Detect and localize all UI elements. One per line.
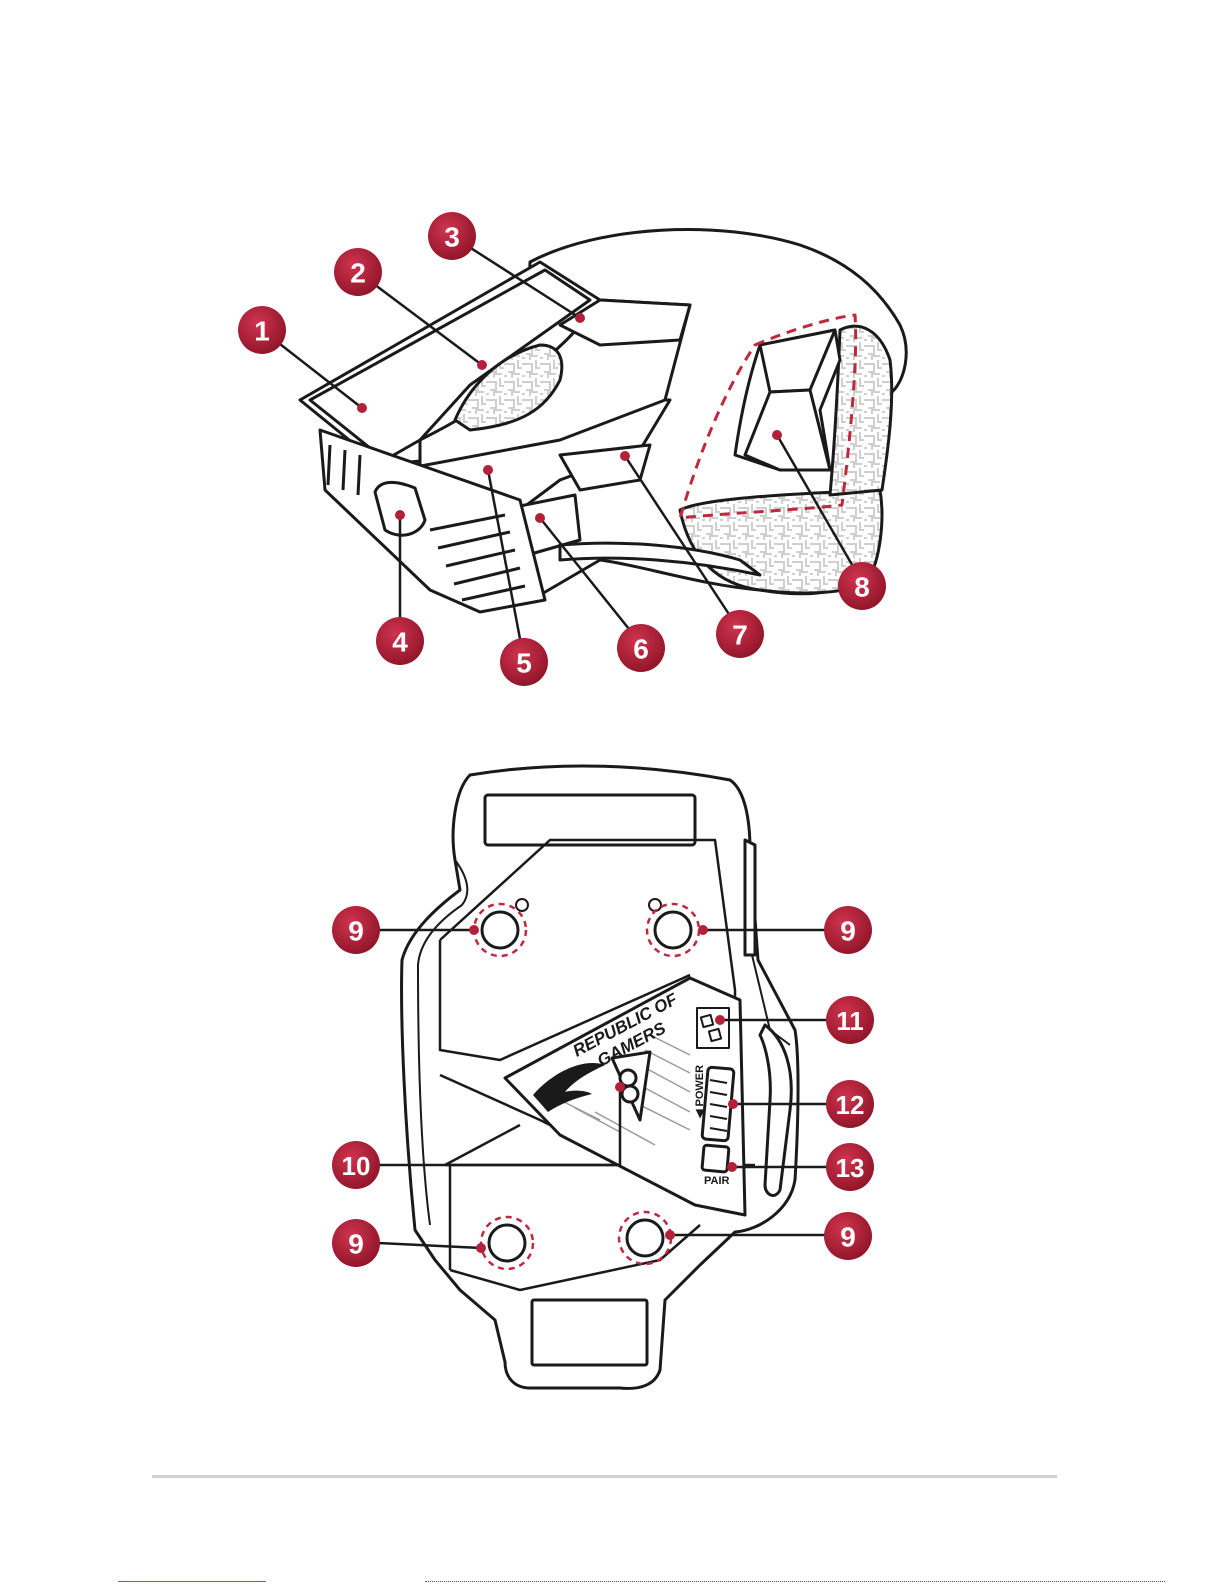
callout-11: 11 [826,996,874,1044]
callout-9d-label: 9 [840,1222,856,1253]
callout-10-label: 10 [342,1151,371,1181]
callout-9-bottom-right: 9 [824,1212,872,1260]
screw-hole-left [516,899,528,911]
callout-9-bottom-left: 9 [332,1219,380,1267]
callout-9-top-left: 9 [332,906,380,954]
callout-9-top-right: 9 [824,906,872,954]
right-edge-tab [745,840,755,955]
footer-divider [152,1475,1057,1478]
callout-5: 5 [500,638,548,686]
bottom-edge-strip [0,1578,1225,1585]
callout-1: 1 [238,306,286,354]
callout-7-label: 7 [732,620,748,651]
callout-4: 4 [376,617,424,665]
callout-8: 8 [838,562,886,610]
mouse-foot-bottom-right [627,1220,663,1256]
callout-12: 12 [826,1080,874,1128]
callout-8-label: 8 [854,572,870,603]
pair-button[interactable] [702,1145,729,1172]
callout-2: 2 [334,248,382,296]
power-label: ◀ POWER [694,1065,706,1119]
status-led-2 [709,1029,721,1041]
callout-13: 13 [826,1143,874,1191]
mouse-foot-bottom-left [489,1225,525,1261]
pair-label: PAIR [704,1175,730,1187]
mouse-bottom-view [402,766,798,1388]
callout-1-label: 1 [254,316,270,347]
callout-2-label: 2 [350,258,366,289]
top-feet-slot [485,795,695,845]
callout-13-label: 13 [836,1153,865,1183]
callout-6: 6 [617,624,665,672]
bottom-feet-slot [532,1300,647,1365]
callout-12-label: 12 [836,1090,865,1120]
status-led-1 [701,1015,713,1027]
callout-3: 3 [428,212,476,260]
callout-7: 7 [716,610,764,658]
mouse-foot-top-left [482,912,518,948]
callout-9b-label: 9 [840,916,856,947]
callout-9c-label: 9 [348,1229,364,1260]
bottom-strip-link-line [118,1581,266,1582]
callout-4-label: 4 [392,627,408,658]
status-led-frame [697,1008,729,1048]
callout-9a-label: 9 [348,916,364,947]
callout-3-label: 3 [444,222,460,253]
screw-hole-right [649,899,661,911]
callout-5-label: 5 [516,648,532,679]
callout-10: 10 [332,1141,380,1189]
callout-11-label: 11 [836,1006,864,1036]
mouse-foot-top-right [655,912,691,948]
mouse-top-view [300,230,906,612]
callout-6-label: 6 [633,634,649,665]
bottom-strip-dotted-line [425,1581,1165,1583]
